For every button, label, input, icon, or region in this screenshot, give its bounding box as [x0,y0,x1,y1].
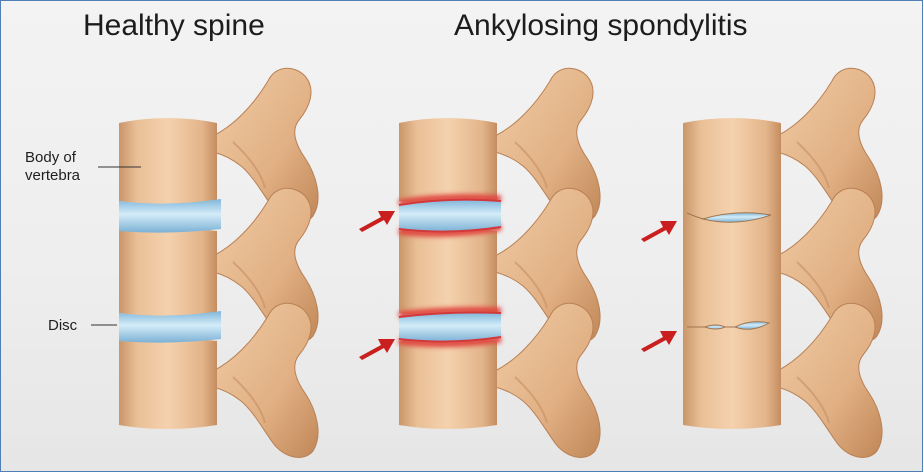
arrow-right-icon [359,211,395,232]
disc [119,311,221,343]
fused-vertebral-column [683,118,781,429]
vertebra-body [119,338,217,429]
disc [399,200,501,232]
vertebra-body [399,118,497,204]
disc-remnant [705,325,725,329]
arrow-right-icon [641,331,677,352]
spine-fused [641,68,882,457]
vertebra-body [119,118,217,204]
healthy-spine [91,68,318,457]
vertebra-body [399,228,497,316]
arrow-right-icon [641,221,677,242]
disc [119,199,221,233]
vertebra-body [119,228,217,316]
disc [399,313,501,342]
spine-inflammation [359,68,600,457]
vertebra-body [399,338,497,429]
arrow-right-icon [359,339,395,360]
